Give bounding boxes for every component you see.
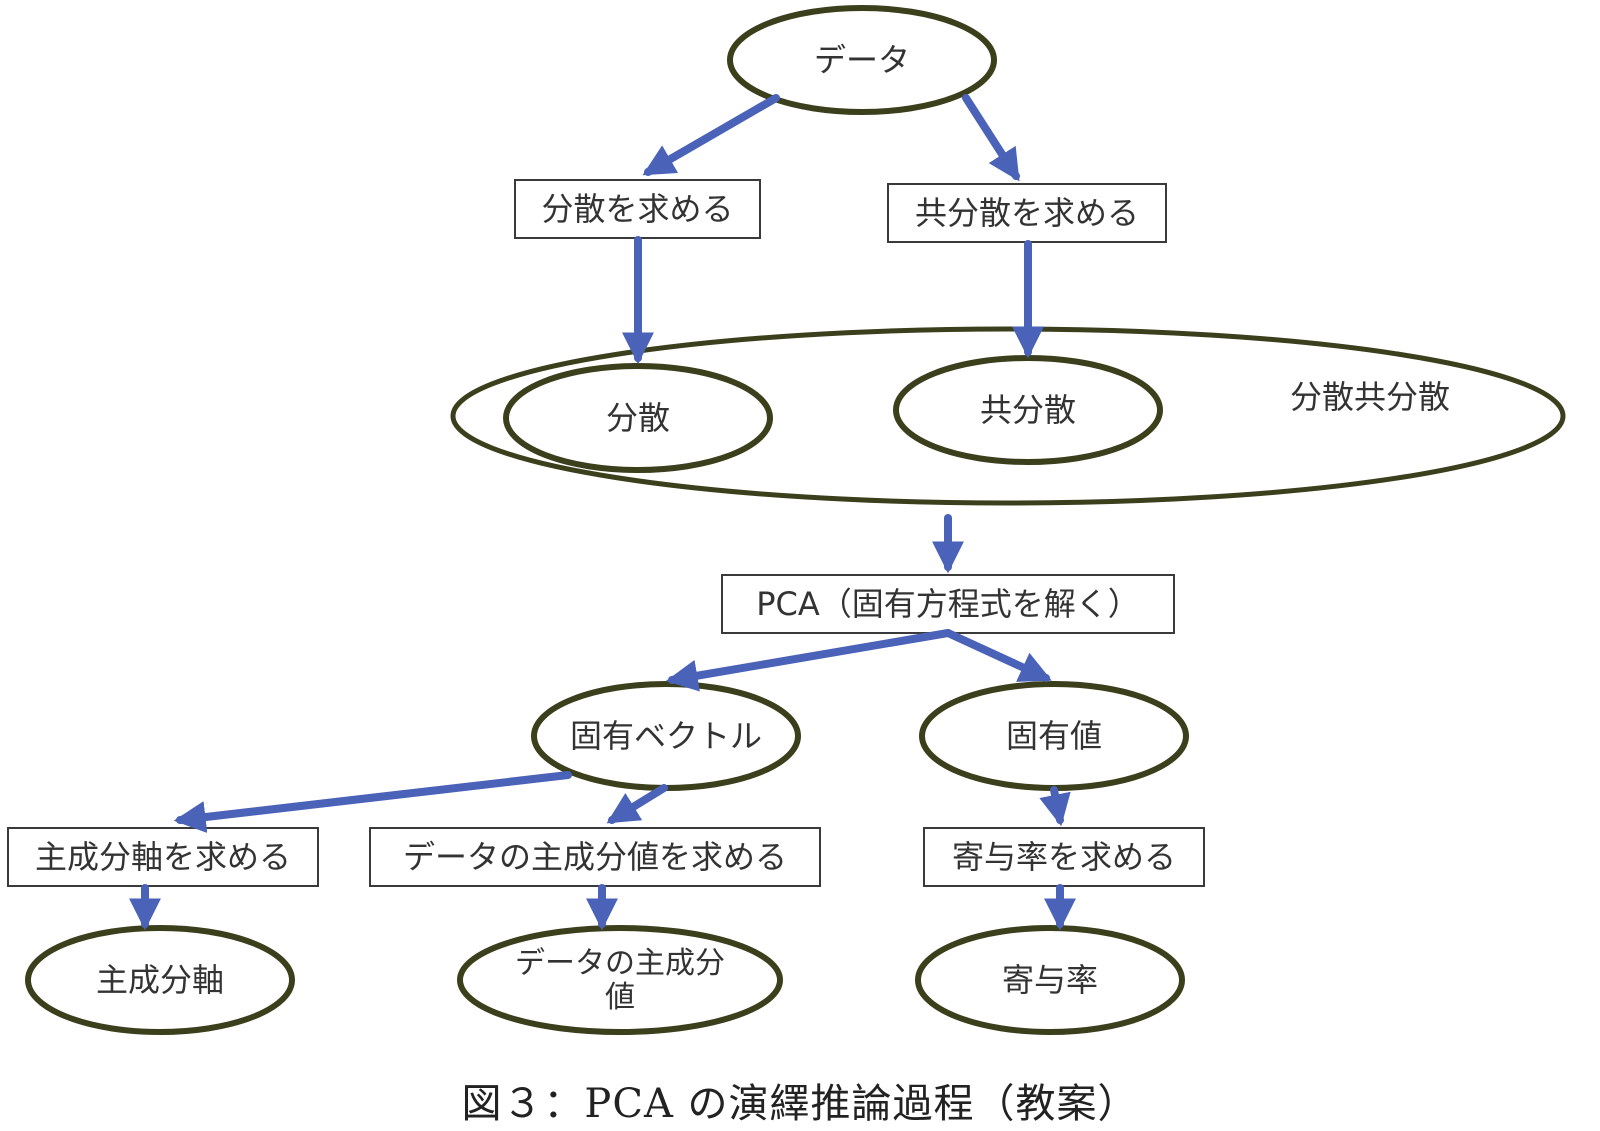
ellipse-variance-covariance [450,326,1566,506]
node-pca-label: PCA（固有方程式を解く） [756,584,1140,623]
box-find-variance [514,179,761,239]
ellipse-data [727,5,997,115]
arrow-data-to-find-variance [642,94,780,176]
arrow-pca-to-eigenvector [665,629,952,692]
box-find-principal-axis [7,827,319,887]
arrow-pca-to-eigenvalue [944,629,1052,682]
node-covariance-label: 共分散 [979,390,1076,429]
box-find-contribution [923,827,1205,887]
node-contribution-label: 寄与率 [1001,960,1098,999]
node-find-principal-scores-label: データの主成分値を求める [402,837,787,876]
arrow-eigenvalue-to-find-contribution [1039,786,1071,827]
node-find-variance-label: 分散を求める [541,189,734,228]
node-find-contribution-label: 寄与率を求める [951,837,1176,876]
figure-caption: 図３：PCA の演繹推論過程（教案） [461,1081,1139,1127]
box-find-covariance [887,183,1167,243]
box-pca [721,574,1175,634]
node-variance-label: 分散 [605,398,670,437]
arrow-eigenvector-to-find-principal-scores [606,784,668,824]
arrow-eigenvector-to-find-principal-axis [173,771,572,833]
node-eigenvector-label: 固有ベクトル [569,716,762,755]
arrow-data-to-find-covariance [962,94,1020,182]
ellipse-variance [503,363,773,473]
node-variance-covariance-label: 分散共分散 [1289,377,1450,416]
node-find-principal-axis-label: 主成分軸を求める [34,837,291,876]
box-find-principal-scores [369,827,821,887]
node-principal-axis-label: 主成分軸 [95,960,224,999]
node-data-label: データ [813,40,910,79]
node-find-covariance-label: 共分散を求める [914,193,1139,232]
node-eigenvalue-label: 固有値 [1005,716,1102,755]
node-principal-scores-label: データの主成分値 [515,945,725,1015]
ellipse-principal-scores [457,925,783,1035]
